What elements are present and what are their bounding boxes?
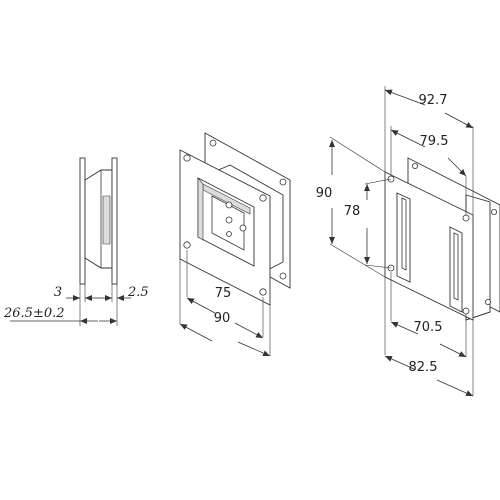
dim-plate-label: 3 [54, 285, 62, 300]
dim-bottom-outer-arrow-left [384, 355, 415, 370]
dim-width-arrow-right [237, 341, 271, 357]
dim-top-inner-label: 79.5 [420, 134, 449, 149]
front-plate-hole [462, 307, 470, 315]
dim-width-arrow-left [179, 323, 213, 342]
dim-bottom-inner-arrow-right [439, 343, 467, 358]
inner-box-hole [225, 216, 233, 224]
back-plate-hole [279, 272, 287, 280]
front-view: 75 90 [179, 132, 291, 357]
front-plate-corner-hole [183, 241, 191, 249]
front-plate-slot-inner [453, 232, 459, 301]
dim-top-inner-arrow-left [390, 129, 426, 148]
dim-hole-spacing-arrow-right [234, 322, 264, 339]
dim-bottom-outer-label: 82.5 [409, 360, 438, 375]
dim-bottom-outer-arrow-right [436, 379, 474, 397]
front-view-inner-box [211, 195, 245, 251]
right-view: 92.7 79.5 90 78 70.5 82.5 [316, 86, 500, 397]
front-plate-slot [449, 226, 463, 313]
front-plate-corner-hole [259, 288, 267, 296]
dim-width-label: 90 [214, 311, 231, 326]
side-view-front-plate [111, 157, 118, 285]
rear-plate-hole [490, 208, 497, 215]
back-plate-hole [279, 178, 287, 186]
window-shading [197, 177, 204, 241]
dim-hole-spacing-label: 75 [215, 286, 232, 301]
dim-bottom-inner-arrow-left [390, 321, 419, 335]
dim-hole-spacing-arrow-left [186, 297, 216, 314]
front-plate-hole [462, 214, 470, 222]
dim-bottom-inner-label: 70.5 [414, 320, 443, 335]
dim-depth-label: 26.5±0.2 [3, 306, 65, 321]
dim-top-outer-arrow-left [384, 89, 426, 106]
rear-plate-hole [484, 298, 491, 305]
rear-plate-hole [411, 162, 418, 169]
inner-box-hole [239, 224, 247, 232]
side-view-back-plate [79, 157, 86, 285]
dim-gap-label: 2.5 [127, 285, 149, 300]
dim-outer-height-label: 90 [316, 186, 333, 201]
inner-box-hole [226, 231, 232, 237]
inner-box-hole [225, 201, 233, 209]
back-plate-hole [209, 139, 217, 147]
front-plate-corner-hole [183, 154, 191, 162]
dim-inner-height-label: 78 [344, 204, 361, 219]
front-plate-slot-inner [401, 197, 407, 271]
front-plate-slot [396, 192, 411, 283]
side-view-bracket-recess [102, 195, 111, 245]
dim-top-inner-arrow-right [447, 157, 467, 177]
dim-top-outer-label: 92.7 [419, 93, 448, 108]
side-view: 3 2.5 26.5±0.2 [3, 157, 149, 326]
dim-top-outer-arrow-right [444, 112, 474, 129]
front-plate-corner-hole [259, 194, 267, 202]
